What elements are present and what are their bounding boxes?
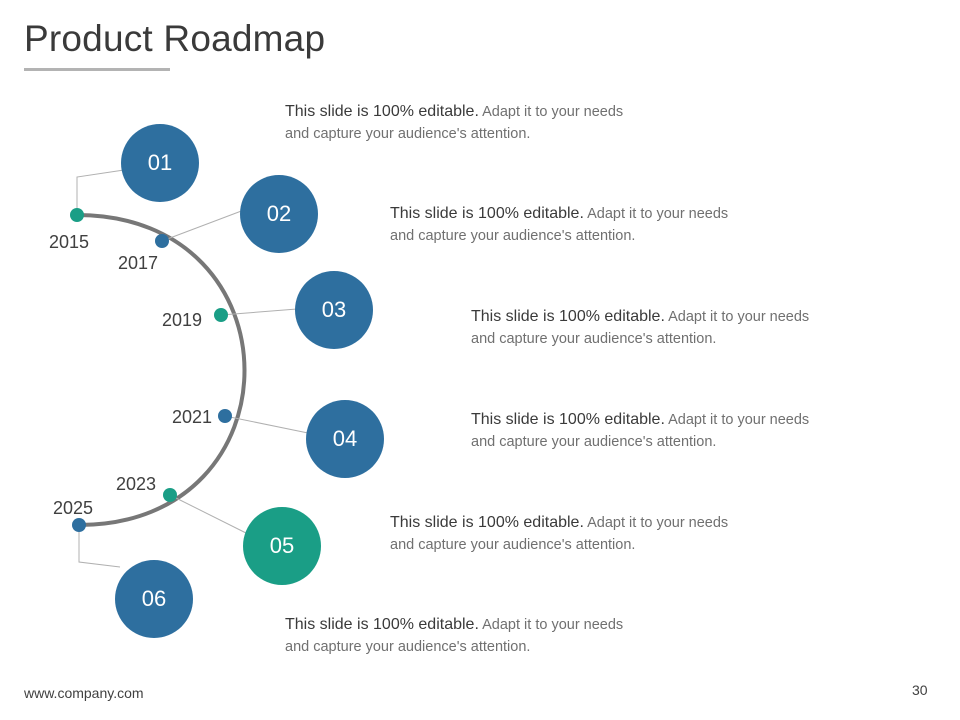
- milestone-description-03: This slide is 100% editable. Adapt it to…: [471, 306, 831, 350]
- connector-02: [161, 209, 245, 242]
- description-body: Adapt it to your needs and capture your …: [285, 617, 624, 655]
- footer-url: www.company.com: [24, 685, 144, 701]
- slide-title: Product Roadmap: [24, 18, 326, 59]
- year-label: 2017: [118, 253, 159, 273]
- timeline-dot-2015: [70, 208, 84, 222]
- connector-04: [224, 415, 309, 434]
- milestone-description-05: This slide is 100% editable. Adapt it to…: [390, 512, 750, 556]
- timeline-dot-2025: [72, 518, 86, 532]
- description-body: Adapt it to your needs and capture your …: [471, 412, 810, 450]
- connector-03: [220, 308, 298, 316]
- milestone-description-01: This slide is 100% editable. Adapt it to…: [285, 101, 645, 145]
- connector-01: [76, 169, 125, 215]
- timeline-arc: [76, 213, 247, 527]
- description-body: Adapt it to your needs and capture your …: [390, 515, 729, 553]
- title-underline: [24, 68, 170, 71]
- milestone-circle-05: 05: [243, 507, 321, 585]
- description-body: Adapt it to your needs and capture your …: [285, 104, 624, 142]
- milestone-circle-03: 03: [295, 271, 373, 349]
- timeline-dot-2023: [163, 488, 177, 502]
- milestone-description-06: This slide is 100% editable. Adapt it to…: [285, 614, 645, 658]
- connector-06: [78, 525, 121, 568]
- description-body: Adapt it to your needs and capture your …: [390, 206, 729, 244]
- description-lead: This slide is 100% editable.: [285, 616, 479, 633]
- milestone-circle-06: 06: [115, 560, 193, 638]
- description-lead: This slide is 100% editable.: [471, 308, 665, 325]
- timeline-dot-2021: [218, 409, 232, 423]
- description-lead: This slide is 100% editable.: [390, 514, 584, 531]
- milestone-circle-01: 01: [121, 124, 199, 202]
- milestone-description-02: This slide is 100% editable. Adapt it to…: [390, 203, 750, 247]
- connector-05: [169, 494, 247, 534]
- year-label: 2025: [53, 498, 94, 518]
- description-body: Adapt it to your needs and capture your …: [471, 309, 810, 347]
- year-label: 2019: [162, 310, 203, 330]
- year-label: 2015: [49, 232, 90, 252]
- milestone-circle-02: 02: [240, 175, 318, 253]
- year-label: 2023: [116, 474, 157, 494]
- milestone-description-04: This slide is 100% editable. Adapt it to…: [471, 409, 831, 453]
- page-number: 30: [912, 682, 928, 698]
- year-label: 2021: [172, 407, 213, 427]
- milestone-circle-04: 04: [306, 400, 384, 478]
- description-lead: This slide is 100% editable.: [390, 205, 584, 222]
- timeline-dot-2019: [214, 308, 228, 322]
- timeline-dot-2017: [155, 234, 169, 248]
- description-lead: This slide is 100% editable.: [471, 411, 665, 428]
- description-lead: This slide is 100% editable.: [285, 103, 479, 120]
